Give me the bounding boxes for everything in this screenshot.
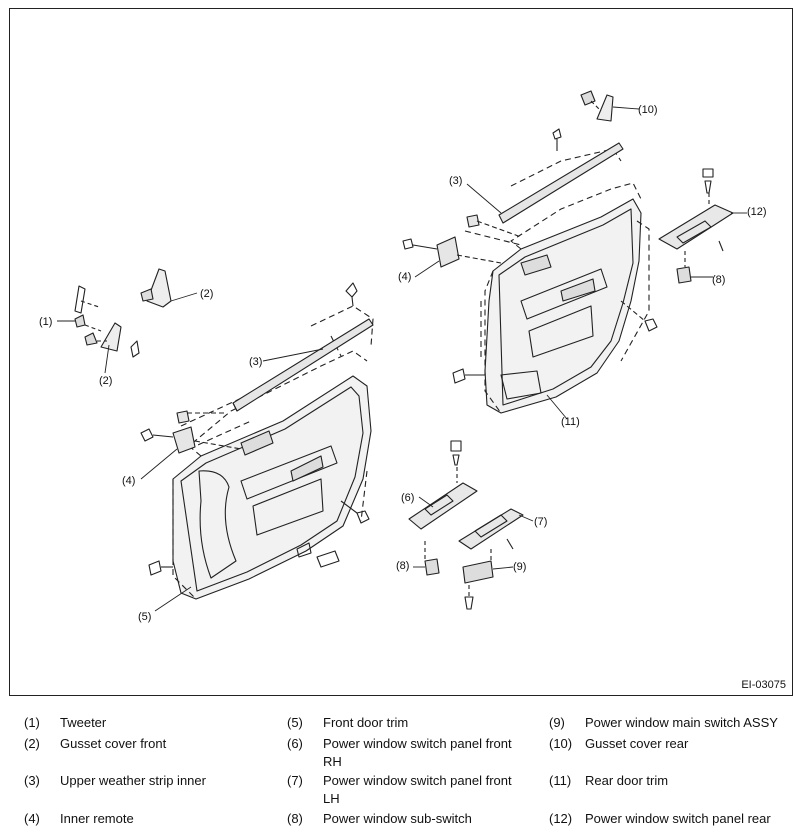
exploded-view-drawing [57, 90, 747, 612]
rear-screws [452, 300, 658, 384]
callout-1: (1) [39, 316, 53, 328]
callout-4-front: (4) [122, 475, 136, 487]
leader-lines [57, 106, 747, 612]
callout-8-rear: (8) [712, 274, 726, 286]
rear-weather-strip [498, 128, 624, 224]
callout-6: (6) [401, 492, 415, 504]
rear-door-outline [464, 148, 650, 414]
callout-2-front-upper: (2) [200, 288, 214, 300]
figure-id: EI-03075 [741, 679, 786, 691]
diagram-frame: (1) (2) (2) (3) (3) (4) (4) (5) (6) (7) … [9, 8, 793, 696]
callout-9: (9) [513, 561, 527, 573]
callout-4-rear: (4) [398, 271, 412, 283]
callout-8-front: (8) [396, 560, 410, 572]
callout-5: (5) [138, 611, 152, 623]
callout-2-front-lower: (2) [99, 375, 113, 387]
parts-legend: (1)Tweeter (2)Gusset cover front (3)Uppe… [24, 715, 778, 826]
callout-7: (7) [534, 516, 548, 528]
gusset-cover-rear [580, 90, 614, 122]
callout-10: (10) [638, 104, 658, 116]
front-inner-remote [140, 410, 242, 454]
callout-3-rear: (3) [449, 175, 463, 187]
callout-12: (12) [747, 206, 767, 218]
rear-switch-panel [658, 168, 734, 284]
rear-door-trim [484, 198, 642, 414]
callout-3-front: (3) [249, 356, 263, 368]
tweeter-and-gusset-front [74, 268, 172, 358]
front-door-trim [172, 375, 372, 600]
callout-11: (11) [561, 416, 580, 428]
front-switch-panels [408, 440, 524, 610]
front-screws [148, 500, 370, 576]
rear-inner-remote [402, 214, 522, 268]
front-weather-strip [232, 282, 374, 412]
